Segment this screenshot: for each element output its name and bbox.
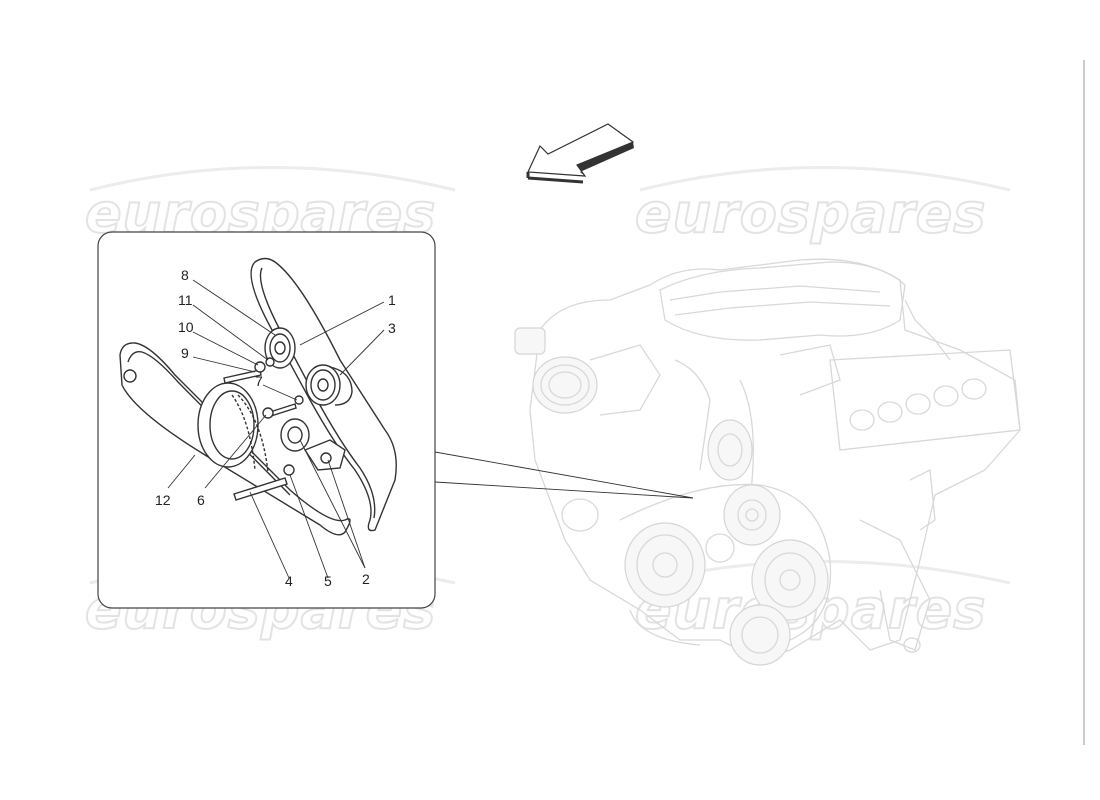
bolt-9: [223, 369, 262, 384]
detail-frame: [97, 231, 436, 609]
belt-ribs: [231, 394, 256, 471]
callout-1: 1: [388, 292, 396, 308]
watermark-text: eurospares: [635, 182, 986, 245]
callout-4: 4: [285, 573, 293, 589]
upper-drive-belt-inner: [259, 267, 376, 519]
large-pulley: [197, 382, 259, 468]
detail-connector-line: [434, 451, 694, 499]
callout-10: 10: [178, 319, 194, 335]
upper-drive-belt: [250, 257, 397, 532]
idler-pulley-side: [329, 366, 353, 406]
callout-7: 7: [255, 373, 263, 389]
callout-8: 8: [181, 267, 189, 283]
washer-10: [254, 361, 266, 373]
belt-ribs: [237, 394, 269, 473]
tensioner-pulley-lower: [280, 418, 310, 452]
callout-11: 11: [178, 292, 193, 308]
lower-drive-belt-inner: [127, 351, 291, 496]
bolt-4: [233, 477, 288, 501]
lower-drive-belt: [119, 342, 351, 536]
tensioner-pulley-lower-hub: [287, 426, 303, 444]
large-pulley-rim: [209, 390, 255, 460]
callout-12: 12: [155, 492, 171, 508]
belt-pulley-small: [123, 369, 137, 383]
watermark-swoosh: [639, 166, 1011, 192]
engine-illustration: [514, 258, 1021, 666]
callout-9: 9: [181, 345, 189, 361]
orientation-arrow: [526, 123, 635, 184]
idler-pulley-hub: [317, 378, 329, 392]
tensioner-bracket-hole: [320, 452, 332, 464]
watermark-swoosh: [89, 166, 456, 192]
tensioner-pulley-upper-hub: [274, 341, 286, 355]
washer-7: [294, 395, 304, 405]
tensioner-pulley-upper-ring: [269, 333, 291, 363]
callout-5: 5: [324, 573, 332, 589]
callout-6: 6: [197, 492, 205, 508]
callout-2: 2: [362, 571, 370, 587]
callout-labels: 1 2 3 4 5 6 7 8 9 10 11 12: [155, 267, 396, 589]
idler-pulley-ring: [310, 369, 336, 401]
tensioner-bracket: [303, 439, 346, 471]
washer-5: [283, 464, 295, 476]
detail-connector-line: [434, 481, 694, 499]
leader-lines: [167, 279, 385, 579]
callout-3: 3: [388, 320, 396, 336]
